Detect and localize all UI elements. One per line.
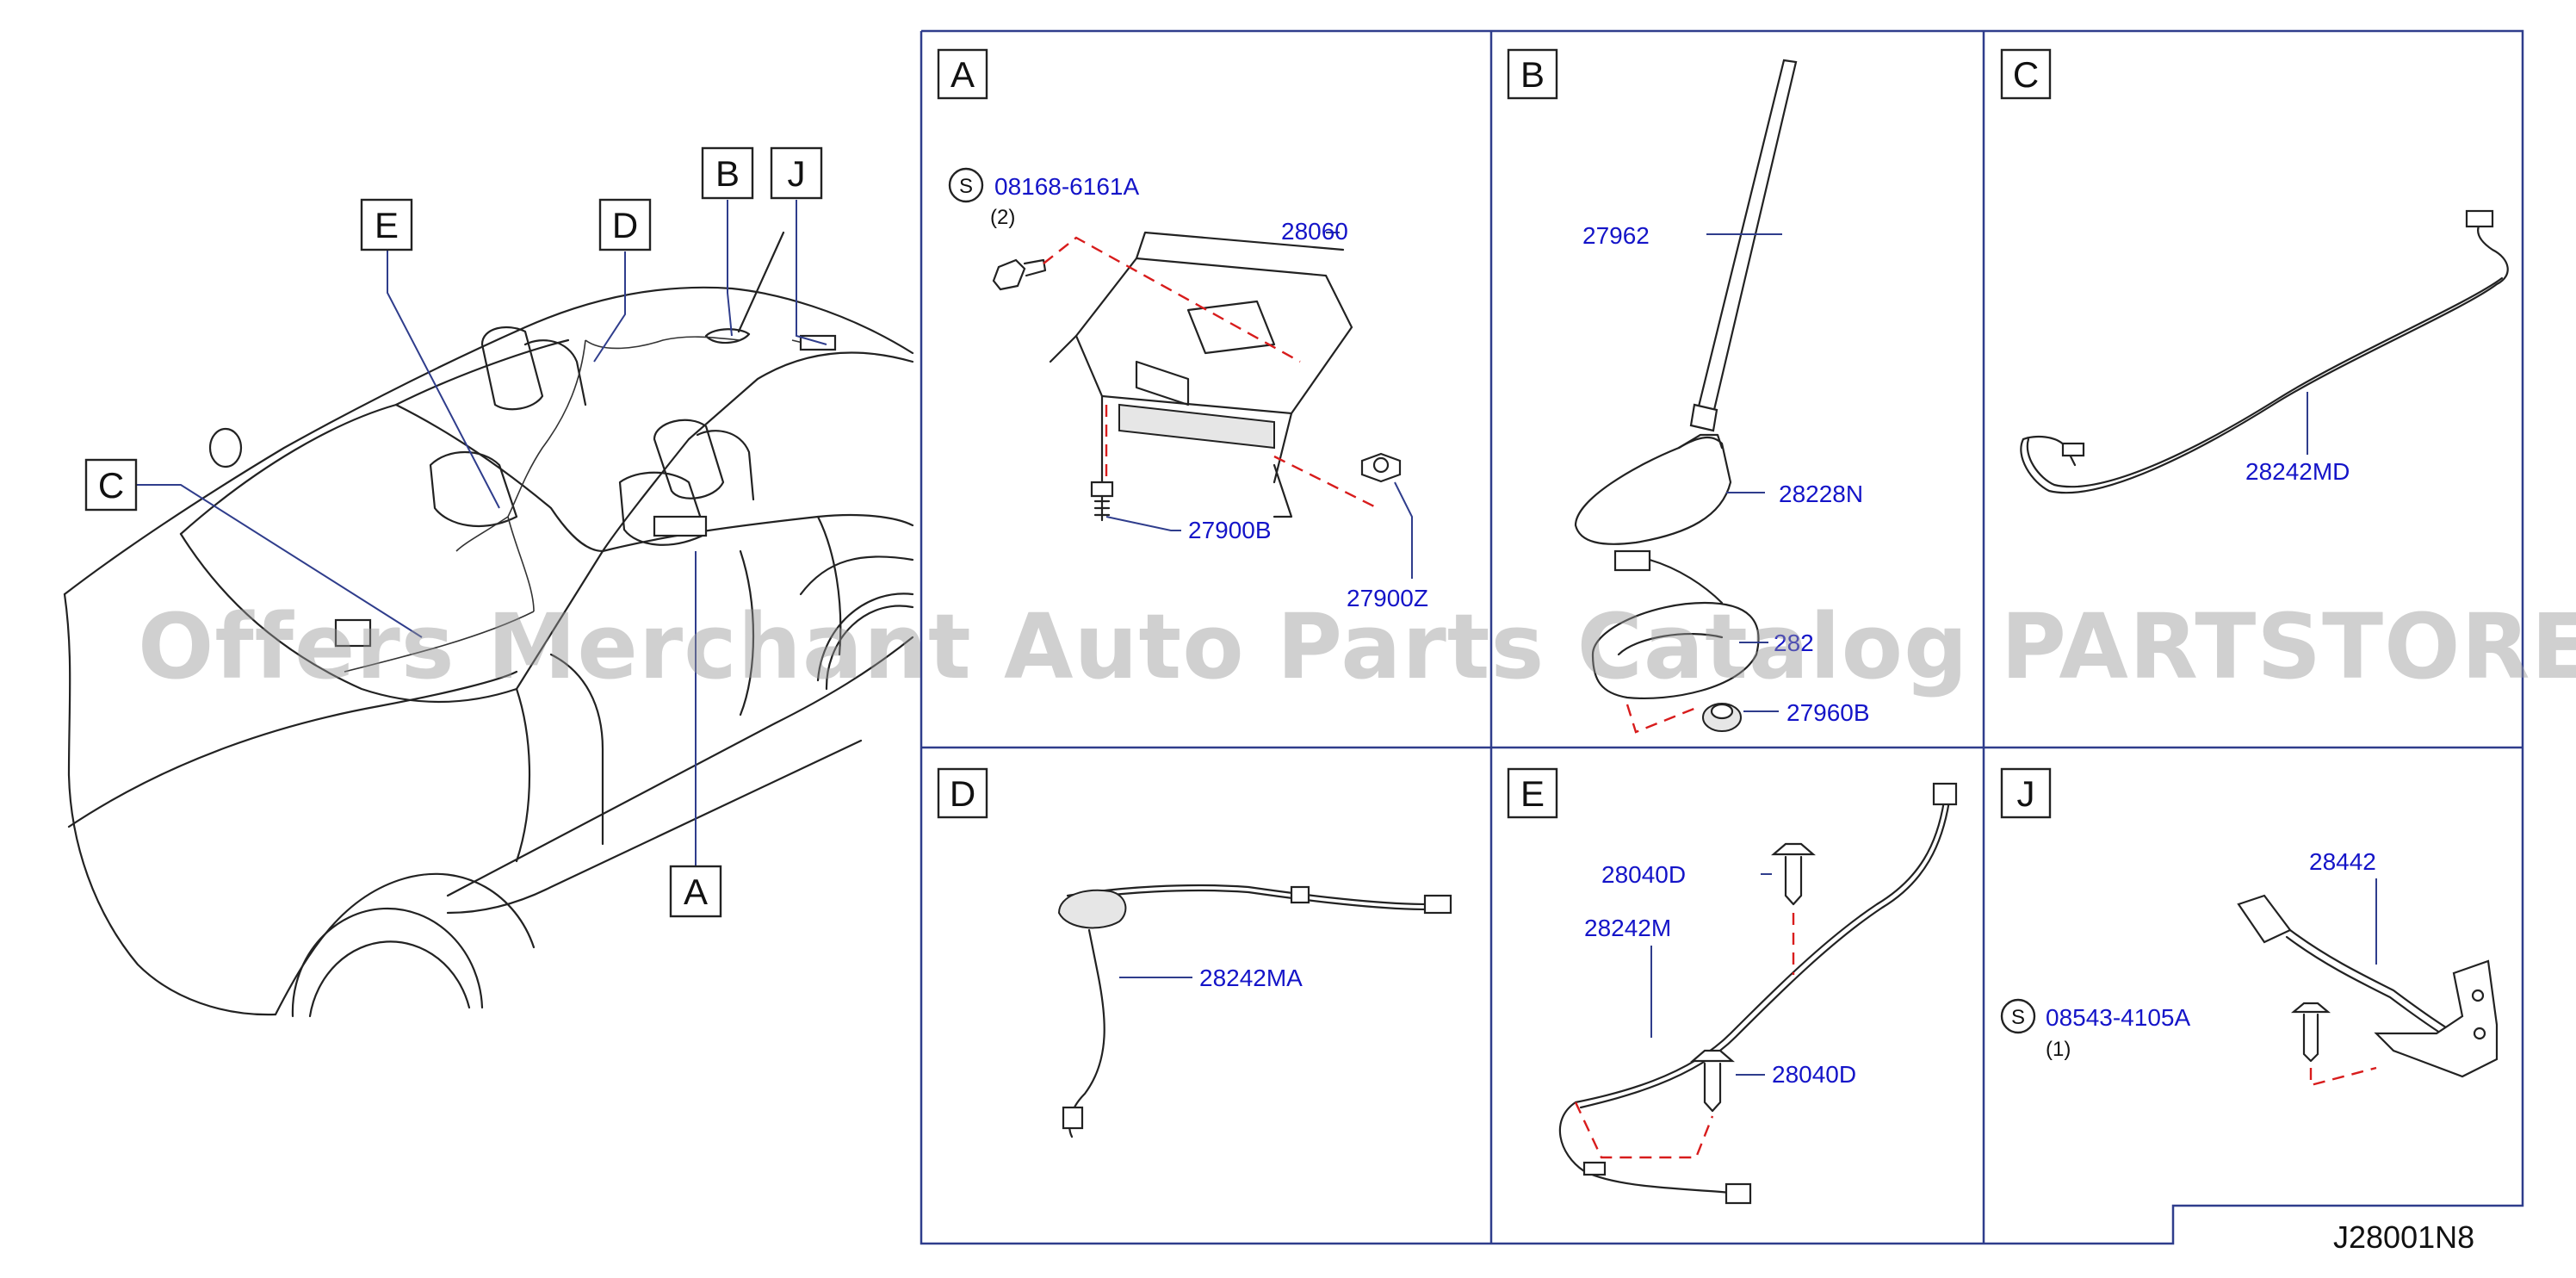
svg-text:A: A (684, 872, 708, 912)
svg-text:E: E (1520, 773, 1545, 814)
panel-e: E 28040D 28242M 28040D (1507, 767, 1958, 1205)
svg-text:S: S (959, 175, 973, 198)
callout-j[interactable]: J (770, 146, 823, 200)
svg-text:J: J (788, 153, 806, 194)
callout-d[interactable]: D (598, 198, 652, 251)
part-27900B[interactable]: 27900B (1188, 517, 1272, 543)
standard-part-symbol (948, 167, 984, 203)
svg-text:C: C (98, 465, 124, 506)
bracket-28442 (2374, 959, 2499, 1078)
part-282[interactable]: 282 (1774, 630, 1814, 656)
svg-text:D: D (612, 205, 638, 245)
antenna-base-28228N (1574, 437, 1732, 545)
callout-a[interactable]: A (669, 865, 722, 918)
part-08543-4105A[interactable]: 08543-4105A (2046, 1004, 2190, 1031)
panel-b: B 27962 28228N 282 27960B (1507, 48, 1870, 734)
harness-28242M (1558, 799, 1946, 1194)
svg-text:S: S (2011, 1006, 2025, 1029)
svg-text:C: C (2013, 54, 2039, 95)
part-27960B[interactable]: 27960B (1786, 699, 1870, 726)
gasket-282 (1591, 601, 1760, 700)
callout-boxes: E D B J C A (84, 146, 823, 918)
part-28242MA[interactable]: 28242MA (1199, 965, 1303, 991)
bolt-icon (992, 258, 1026, 291)
svg-text:D: D (950, 773, 975, 814)
svg-text:B: B (715, 153, 740, 194)
callout-leaders (136, 200, 827, 892)
harness-28242MD (2020, 222, 2509, 494)
part-28242MD[interactable]: 28242MD (2245, 458, 2350, 485)
part-28228N[interactable]: 28228N (1779, 481, 1863, 507)
svg-text:B: B (1520, 54, 1545, 95)
quantity-1: (1) (2046, 1038, 2071, 1061)
part-08168-6161A[interactable]: 08168-6161A (994, 173, 1139, 200)
panel-a-label: A (951, 54, 975, 95)
panel-frames (920, 29, 2524, 1245)
callout-c[interactable]: C (84, 458, 138, 512)
part-28060[interactable]: 28060 (1281, 218, 1348, 245)
part-28040D-upper[interactable]: 28040D (1601, 861, 1686, 888)
part-28040D-lower[interactable]: 28040D (1772, 1061, 1856, 1088)
panel-a: A S 08168-6161A (2) 28060 27900B 27900Z (937, 48, 1428, 611)
antenna-mast (1696, 59, 1798, 415)
car-overview-illustration (63, 231, 914, 1018)
panel-c: C 28242MD (2000, 48, 2509, 494)
harness-28242MA (1066, 884, 1431, 906)
callout-e[interactable]: E (360, 198, 413, 251)
panel-j: J S 28442 08543-4105A (1) (2000, 767, 2499, 1087)
part-27962[interactable]: 27962 (1582, 222, 1650, 249)
svg-text:E: E (375, 205, 399, 245)
part-28242M[interactable]: 28242M (1584, 915, 1671, 941)
quantity-2: (2) (990, 206, 1015, 229)
panel-d: D 28242MA (937, 767, 1452, 1138)
bracket-28060 (1074, 257, 1353, 415)
svg-text:J: J (2017, 773, 2035, 814)
callout-b[interactable]: B (701, 146, 754, 200)
diagram-code: J28001N8 (2333, 1219, 2475, 1255)
part-27900Z[interactable]: 27900Z (1347, 585, 1428, 611)
part-28442[interactable]: 28442 (2309, 848, 2376, 875)
